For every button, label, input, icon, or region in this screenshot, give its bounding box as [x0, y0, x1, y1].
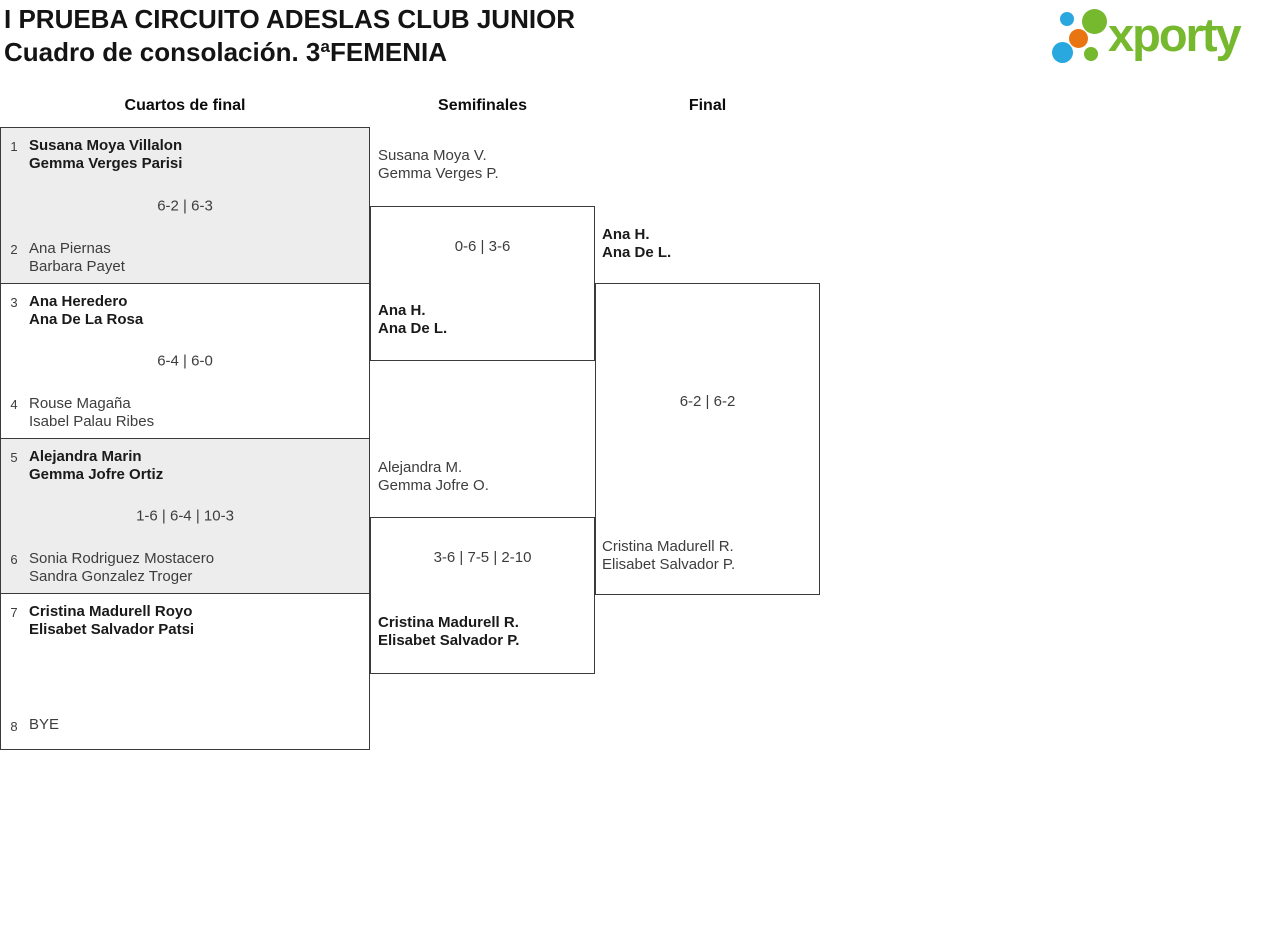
column-header-semifinales: Semifinales — [438, 97, 527, 114]
player-name: Ana H. — [378, 302, 426, 319]
player-name: Alejandra Marin — [29, 448, 142, 465]
player-name: Elisabet Salvador P. — [378, 632, 520, 649]
match-box-qf4: 7 Cristina Madurell Royo Elisabet Salvad… — [0, 593, 370, 750]
match-box-qf1: 1 Susana Moya Villalon Gemma Verges Pari… — [0, 127, 370, 284]
team-final-bottom: Cristina Madurell R. Elisabet Salvador P… — [602, 538, 735, 574]
seed-number: 4 — [10, 397, 18, 412]
match-score: 6-2 | 6-2 — [679, 393, 736, 410]
seed-number: 5 — [10, 450, 18, 465]
seed-number: 1 — [10, 139, 18, 154]
player-name: Ana Heredero — [29, 293, 128, 310]
player-name: Ana Piernas — [29, 240, 111, 257]
match-score: 1-6 | 6-4 | 10-3 — [136, 507, 234, 525]
match-score: 0-6 | 3-6 — [454, 238, 511, 255]
team-qf4-bottom-bye: BYE — [29, 716, 59, 734]
match-box-sf1: 0-6 | 3-6 — [370, 206, 595, 361]
column-header-cuartos: Cuartos de final — [124, 97, 246, 114]
player-name: Cristina Madurell R. — [602, 538, 734, 555]
player-name: Elisabet Salvador P. — [602, 556, 736, 573]
page-title: I PRUEBA CIRCUITO ADESLAS CLUB JUNIOR Cu… — [4, 3, 575, 69]
player-name: Ana De L. — [378, 320, 448, 337]
logo-dot-orange-icon — [1069, 29, 1088, 48]
match-box-qf2: 3 Ana Heredero Ana De La Rosa 6-4 | 6-0 … — [0, 283, 370, 439]
player-name: Gemma Verges Parisi — [29, 155, 183, 172]
match-score: 6-4 | 6-0 — [157, 352, 213, 370]
logo-dot-green-large-icon — [1082, 9, 1107, 34]
player-name: Ana De L. — [602, 244, 672, 261]
team-sf2-bottom: Cristina Madurell R. Elisabet Salvador P… — [378, 614, 519, 650]
player-name: Alejandra M. — [378, 459, 463, 476]
logo-dot-blue-large-icon — [1052, 42, 1073, 63]
player-name: Cristina Madurell Royo — [29, 603, 193, 620]
team-qf1-bottom: Ana Piernas Barbara Payet — [29, 240, 125, 276]
bye-label: BYE — [29, 716, 60, 733]
player-name: Sonia Rodriguez Mostacero — [29, 550, 215, 567]
match-box-final: 6-2 | 6-2 — [595, 283, 820, 595]
logo-wordmark: xporty — [1108, 8, 1242, 61]
player-name: Cristina Madurell R. — [378, 614, 519, 631]
match-box-sf2: 3-6 | 7-5 | 2-10 — [370, 517, 595, 674]
player-name: Isabel Palau Ribes — [29, 413, 155, 430]
player-name: Gemma Jofre O. — [378, 477, 489, 494]
seed-number: 7 — [10, 605, 18, 620]
player-name: Ana H. — [602, 226, 650, 243]
team-final-top: Ana H. Ana De L. — [602, 226, 671, 262]
player-name: Ana De La Rosa — [29, 311, 144, 328]
seed-number: 6 — [10, 552, 18, 567]
team-qf2-bottom: Rouse Magaña Isabel Palau Ribes — [29, 395, 154, 431]
team-qf3-bottom: Sonia Rodriguez Mostacero Sandra Gonzale… — [29, 550, 214, 586]
team-sf1-top: Susana Moya V. Gemma Verges P. — [378, 147, 499, 183]
player-name: Barbara Payet — [29, 258, 125, 275]
tournament-name: I PRUEBA CIRCUITO ADESLAS CLUB JUNIOR — [4, 4, 576, 34]
player-name: Sandra Gonzalez Troger — [29, 568, 193, 585]
logo-dot-green-small-icon — [1084, 47, 1098, 61]
player-name: Rouse Magaña — [29, 395, 131, 412]
team-sf2-top: Alejandra M. Gemma Jofre O. — [378, 459, 489, 495]
match-box-qf3: 5 Alejandra Marin Gemma Jofre Ortiz 1-6 … — [0, 438, 370, 594]
team-qf4-top: Cristina Madurell Royo Elisabet Salvador… — [29, 603, 194, 639]
seed-number: 2 — [10, 242, 18, 257]
team-qf3-top: Alejandra Marin Gemma Jofre Ortiz — [29, 448, 163, 484]
team-qf1-top: Susana Moya Villalon Gemma Verges Parisi — [29, 137, 182, 173]
player-name: Gemma Jofre Ortiz — [29, 466, 164, 483]
bracket-subtitle: Cuadro de consolación. 3ªFEMENIA — [4, 37, 448, 67]
player-name: Elisabet Salvador Patsi — [29, 621, 195, 638]
match-score: 6-2 | 6-3 — [157, 197, 213, 214]
seed-number: 8 — [10, 719, 18, 734]
seed-number: 3 — [10, 295, 18, 310]
column-header-final: Final — [688, 97, 727, 114]
player-name: Susana Moya V. — [378, 147, 487, 164]
player-name: Gemma Verges P. — [378, 165, 499, 182]
team-sf1-bottom: Ana H. Ana De L. — [378, 302, 447, 338]
match-score: 3-6 | 7-5 | 2-10 — [433, 549, 532, 566]
xporty-logo[interactable]: xporty — [1050, 5, 1278, 69]
player-name: Susana Moya Villalon — [29, 137, 183, 154]
team-qf2-top: Ana Heredero Ana De La Rosa — [29, 293, 143, 329]
logo-dot-blue-small-icon — [1060, 12, 1074, 26]
